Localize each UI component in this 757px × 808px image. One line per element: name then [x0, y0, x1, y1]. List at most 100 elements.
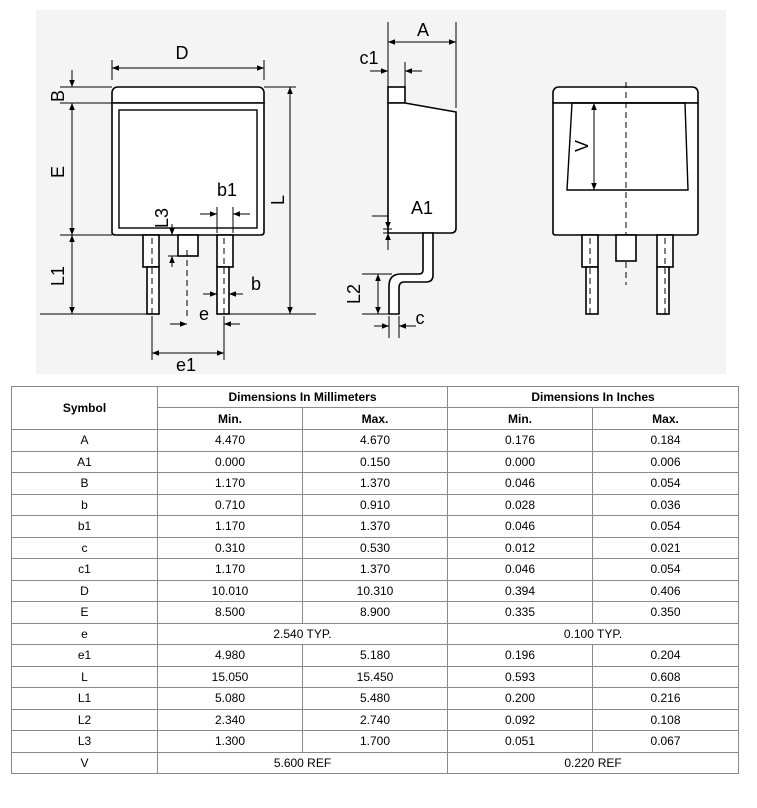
in-min-cell: 0.046: [447, 515, 594, 538]
mm-min-cell: 10.010: [157, 579, 303, 602]
mm-max-cell: 1.370: [301, 515, 449, 538]
label-b: b: [251, 274, 261, 294]
mm-min-cell: 1.170: [157, 515, 303, 538]
mm-min-cell: 1.170: [157, 472, 303, 495]
in-min-cell: 0.335: [447, 601, 594, 624]
mm-value-cell: 5.600 REF: [156, 751, 449, 774]
mm-max-cell: 8.900: [301, 601, 449, 624]
inches-header: Dimensions In Inches: [447, 386, 740, 408]
in-min-cell: 0.051: [447, 730, 594, 753]
mm-min-cell: 4.980: [157, 644, 303, 667]
symbol-cell: b1: [11, 515, 158, 538]
mm-max-cell: 0.530: [301, 536, 449, 559]
dimensions-table: Symbol Dimensions In Millimeters Dimensi…: [11, 386, 740, 774]
mm-max-cell: 1.370: [301, 558, 449, 581]
symbol-cell: V: [11, 751, 158, 774]
label-L: L: [268, 195, 288, 205]
label-L1: L1: [48, 266, 68, 286]
side-view: A c1 A1 L2 c: [344, 20, 457, 338]
label-e: e: [199, 304, 209, 324]
mm-min-cell: 0.310: [157, 536, 303, 559]
label-B: B: [48, 90, 68, 102]
symbol-cell: e: [11, 622, 158, 645]
mm-min-cell: 0.000: [157, 450, 303, 473]
in-max-cell: 0.067: [592, 730, 740, 753]
mm-max-cell: 4.670: [301, 429, 449, 452]
symbol-cell: c1: [11, 558, 158, 581]
front-view: D B E L1 L L3 b1 b e: [40, 43, 316, 375]
in-min-cell: 0.046: [447, 558, 594, 581]
mm-max-cell: 5.480: [301, 687, 449, 710]
symbol-cell: E: [11, 601, 158, 624]
mm-min-cell: 1.300: [157, 730, 303, 753]
label-E: E: [48, 166, 68, 178]
in-min-cell: 0.176: [447, 429, 594, 452]
mm-max-cell: 0.910: [301, 493, 449, 516]
mm-max-header: Max.: [301, 407, 449, 430]
in-min-cell: 0.200: [447, 687, 594, 710]
label-c1: c1: [359, 48, 378, 68]
bottom-view: V: [552, 82, 699, 315]
in-min-cell: 0.046: [447, 472, 594, 495]
label-L3: L3: [152, 208, 172, 228]
in-max-cell: 0.108: [592, 708, 740, 731]
symbol-cell: B: [11, 472, 158, 495]
mm-min-cell: 5.080: [157, 687, 303, 710]
in-min-cell: 0.012: [447, 536, 594, 559]
mm-min-cell: 0.710: [157, 493, 303, 516]
in-min-cell: 0.092: [447, 708, 594, 731]
mm-min-cell: 8.500: [157, 601, 303, 624]
in-max-header: Max.: [592, 407, 740, 430]
mm-max-cell: 1.700: [301, 730, 449, 753]
in-max-cell: 0.021: [592, 536, 740, 559]
in-value-cell: 0.220 REF: [447, 751, 740, 774]
label-A1: A1: [411, 198, 433, 218]
in-max-cell: 0.054: [592, 472, 740, 495]
mm-max-cell: 10.310: [301, 579, 449, 602]
label-b1: b1: [217, 180, 237, 200]
symbol-cell: A1: [11, 450, 158, 473]
mm-max-cell: 1.370: [301, 472, 449, 495]
label-L2: L2: [344, 284, 364, 304]
symbol-cell: L2: [11, 708, 158, 731]
symbol-cell: D: [11, 579, 158, 602]
in-min-cell: 0.593: [447, 665, 594, 688]
mm-min-cell: 1.170: [157, 558, 303, 581]
in-min-header: Min.: [447, 407, 594, 430]
label-c: c: [416, 308, 425, 328]
in-max-cell: 0.406: [592, 579, 740, 602]
symbol-cell: L3: [11, 730, 158, 753]
label-e1: e1: [176, 355, 196, 375]
in-min-cell: 0.028: [447, 493, 594, 516]
in-max-cell: 0.216: [592, 687, 740, 710]
in-max-cell: 0.054: [592, 558, 740, 581]
package-drawing: D B E L1 L L3 b1 b e: [36, 10, 726, 375]
in-max-cell: 0.054: [592, 515, 740, 538]
in-min-cell: 0.196: [447, 644, 594, 667]
mm-value-cell: 2.540 TYP.: [156, 622, 449, 645]
mm-min-header: Min.: [157, 407, 303, 430]
mm-min-cell: 15.050: [157, 665, 303, 688]
mm-min-cell: 2.340: [157, 708, 303, 731]
symbol-cell: L: [11, 665, 158, 688]
in-max-cell: 0.350: [592, 601, 740, 624]
symbol-cell: e1: [11, 644, 158, 667]
mm-max-cell: 5.180: [301, 644, 449, 667]
mm-max-cell: 0.150: [301, 450, 449, 473]
mm-max-cell: 15.450: [301, 665, 449, 688]
symbol-cell: A: [11, 429, 158, 452]
